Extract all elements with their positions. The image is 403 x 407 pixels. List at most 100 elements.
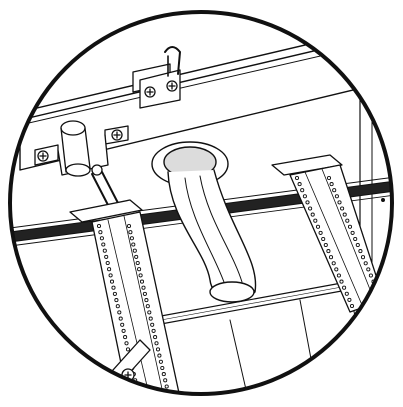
perforation-hole [308,206,313,211]
perforation-hole [160,365,165,371]
perforation-hole [105,260,110,266]
top-mounting-bracket [132,46,181,109]
perforation-hole [169,403,172,406]
right-perforated-guide-strip [271,154,387,313]
perforation-hole [334,194,339,199]
perforation-hole [151,328,156,333]
perforation-hole [157,353,162,358]
perforation-hole [302,194,307,199]
perforation-hole [134,254,139,259]
perforation-hole [358,249,363,254]
perforation-hole [124,341,129,346]
perforation-hole [107,267,112,272]
perforation-hole [318,230,323,235]
perforation-hole [114,298,119,303]
perforation-hole [144,298,149,303]
perforation-hole [313,218,318,223]
center-spindle [151,141,257,303]
perforation-hole [158,359,163,364]
perforation-hole [148,316,153,321]
perforation-hole [297,182,302,187]
perforation-hole [376,291,381,296]
perforation-hole [129,236,134,241]
perforation-hole [139,403,142,406]
perforation-hole [145,304,150,309]
perforation-hole [111,285,116,290]
perforation-hole [126,223,132,229]
perforation-hole [108,273,113,278]
perforation-hole [342,212,347,217]
perforation-hole [155,347,161,352]
perforation-hole [125,347,131,352]
perforation-hole [350,230,355,235]
perforation-hole [137,267,142,272]
left-mounting-bracket [34,120,129,206]
perforation-hole [294,175,300,181]
perforation-hole [98,230,103,235]
perforation-hole [366,267,371,272]
perforation-hole [136,390,141,394]
perforation-hole [345,218,350,223]
perforation-hole [315,224,321,229]
perforation-hole [323,242,328,248]
perforation-hole [349,303,355,309]
perforation-hole [344,291,349,296]
perforation-hole [328,255,334,260]
perforation-hole [141,285,146,290]
circular-detail-frame [8,10,394,396]
perforation-hole [336,273,341,278]
perforation-hole [332,188,337,193]
perforation-hole [112,291,117,296]
perforation-hole [135,260,140,266]
perforation-hole [168,397,171,400]
perforation-hole [118,316,123,321]
perforation-hole [334,267,339,272]
perforation-hole [128,230,133,235]
perforation-hole [150,322,155,327]
perforation-hole [310,212,315,217]
perforation-hole [363,261,368,266]
perforation-hole [134,384,139,389]
perforation-hole [147,310,152,315]
perforation-hole [381,303,387,309]
perforation-hole [96,223,102,229]
perforation-hole [329,182,334,187]
perforation-hole [340,206,345,211]
perforation-hole [339,279,344,284]
perforation-hole [115,304,120,309]
perforation-hole [123,335,128,340]
perforation-hole [139,279,145,284]
perforation-hole [154,341,159,346]
perforation-hole [121,328,126,333]
perforation-hole [153,335,158,340]
perforation-hole [347,224,353,229]
perforation-hole [138,273,143,278]
perforation-hole [120,322,125,327]
perforation-hole [99,236,104,241]
perforation-hole [117,310,122,315]
perforation-hole [326,249,331,254]
perforation-hole [355,242,360,248]
perforation-hole [326,175,332,181]
perforation-hole [374,285,379,290]
perforation-hole [109,279,115,284]
perforation-hole [321,236,326,242]
perforation-hole [342,285,347,290]
perforation-hole [347,297,352,302]
perforation-hole [142,291,147,296]
perforation-hole [101,242,106,247]
perforation-hole [131,242,136,247]
perforation-hole [300,188,305,193]
perforation-hole [164,384,169,389]
perforation-hole [138,397,141,400]
perforation-hole [163,378,168,383]
perforation-hole [161,372,166,377]
perforation-hole [360,255,366,260]
perforation-hole [337,200,342,205]
perforation-hole [331,261,336,266]
perforation-hole [353,236,358,242]
perforation-hole [305,200,310,205]
